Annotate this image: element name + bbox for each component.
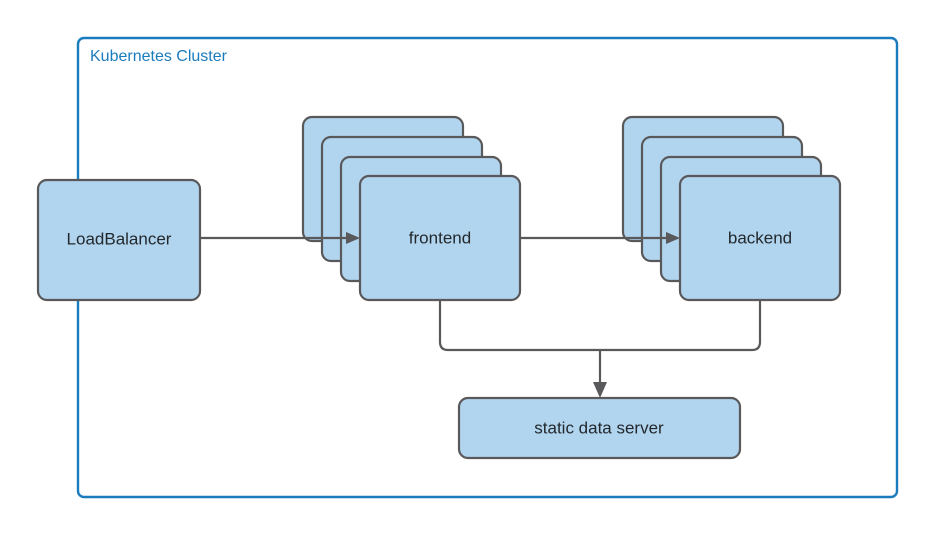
node-loadbalancer-label: LoadBalancer (67, 229, 172, 248)
node-loadbalancer[interactable]: LoadBalancer (36, 178, 202, 302)
node-loadbalancer-rect[interactable] (36, 178, 202, 302)
node-frontend-label: frontend (409, 228, 471, 247)
edge-frontend-to-static-data-server-line (438, 301, 600, 352)
node-backend[interactable]: backend (678, 174, 842, 302)
edge-backend-to-static-data-server-line (600, 301, 762, 352)
cluster-label: Kubernetes Cluster (90, 48, 228, 65)
node-static-data-server-rect[interactable] (457, 396, 742, 460)
node-frontend[interactable]: frontend (358, 174, 522, 302)
edge-junction-to-static-data-server (593, 350, 607, 398)
node-frontend-rect[interactable] (358, 174, 522, 302)
edge-junction-to-static-data-server-arrowhead (593, 382, 607, 398)
edge-frontend-to-backend-arrowhead (666, 232, 680, 244)
edge-loadbalancer-to-frontend (201, 232, 360, 244)
edge-loadbalancer-to-frontend-arrowhead (346, 232, 360, 244)
node-static-data-server-label: static data server (534, 418, 664, 437)
node-backend-rect[interactable] (678, 174, 842, 302)
edge-backend-to-static-data-server (600, 301, 762, 352)
node-backend-label: backend (728, 228, 792, 247)
edge-frontend-to-static-data-server (438, 301, 600, 352)
edge-frontend-to-backend (521, 232, 680, 244)
node-static-data-server[interactable]: static data server (457, 396, 742, 460)
